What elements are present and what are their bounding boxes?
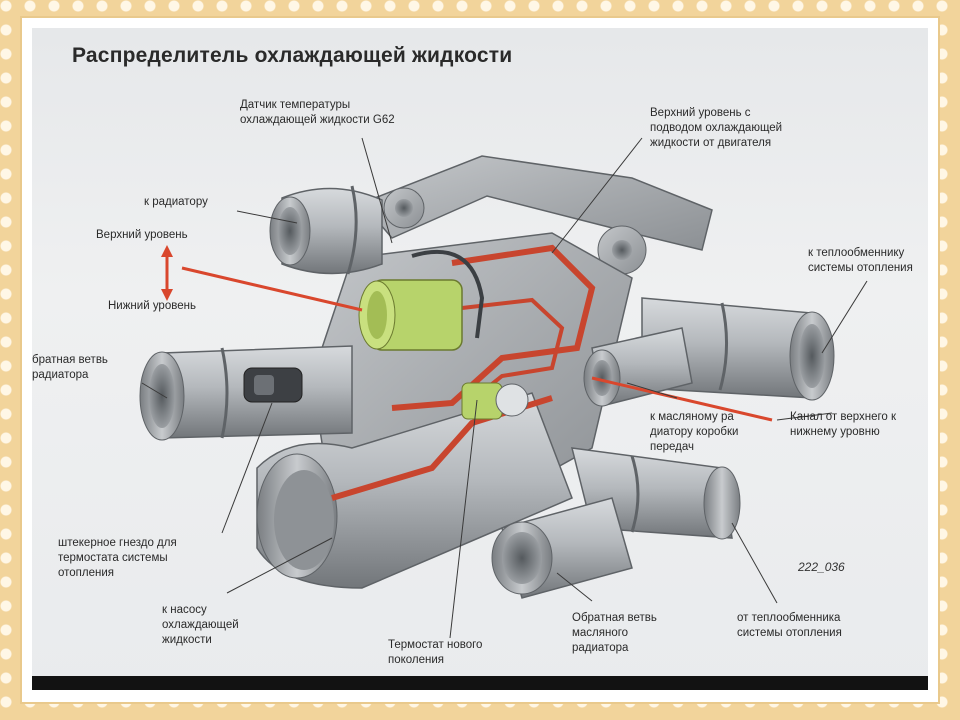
label-channel-upper-lower: Канал от верхнего к нижнему уровню	[790, 411, 897, 438]
figure-reference: 222_036	[798, 560, 845, 574]
thermostat-spring	[411, 249, 485, 339]
bottom-bar	[32, 676, 928, 690]
level-line-right	[591, 376, 773, 422]
leader-lines	[141, 137, 868, 639]
cut-edge-channel	[391, 244, 596, 411]
label-upper-level-engine: Верхний уровень с подводом охлаждающей ж…	[650, 107, 783, 149]
diagram-title: Распределитель охлаждающей жидкости	[72, 44, 513, 67]
label-from-heat-exchanger: от теплообменника системы отопления	[737, 612, 842, 639]
label-to-oil-radiator: к масляному ра диатору коробки передач	[650, 411, 739, 453]
label-to-pump: к насосу охлаждающей жидкости	[162, 604, 239, 646]
label-g62-sensor: Датчик температуры охлаждающей жидкости …	[240, 99, 395, 126]
coolant-distributor-illustration	[139, 137, 868, 639]
label-to-heat-exchanger: к теплообменнику системы отопления	[808, 247, 913, 274]
double-arrow-icon	[161, 245, 173, 301]
label-thermostat: Термостат нового поколения	[388, 639, 483, 666]
label-connector-socket: штекерное гнездо для термостата системы …	[58, 537, 177, 579]
photo-border: Распределитель охлаждающей жидкости	[22, 18, 938, 702]
label-lower-level: Нижний уровень	[108, 300, 196, 312]
level-line-left	[181, 266, 363, 312]
label-to-radiator: к радиатору	[144, 196, 208, 208]
label-oil-radiator-return: Обратная ветвь масляного радиатора	[572, 612, 657, 654]
label-radiator-return: братная ветвь радиатора	[32, 354, 108, 381]
diagram-page: Распределитель охлаждающей жидкости	[32, 28, 928, 690]
label-upper-level: Верхний уровень	[96, 229, 188, 241]
